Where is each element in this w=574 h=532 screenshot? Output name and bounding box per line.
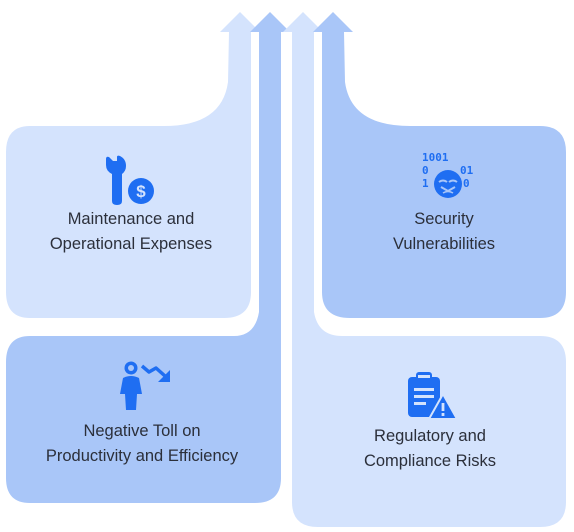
svg-text:01: 01 xyxy=(460,164,474,177)
wrench-dollar-icon: $ xyxy=(106,155,154,205)
card-regulatory-line-1: Regulatory and xyxy=(374,427,486,445)
card-security-line-2: Vulnerabilities xyxy=(392,235,496,253)
card-maintenance-shape xyxy=(6,12,260,318)
binary-hacker-icon: 1001 0 01 1 0 xyxy=(422,151,474,198)
card-maintenance-line-2: Operational Expenses xyxy=(49,235,213,253)
card-regulatory-line-2: Compliance Risks xyxy=(363,452,497,470)
svg-text:1: 1 xyxy=(422,177,429,190)
svg-text:1001: 1001 xyxy=(422,151,449,164)
svg-text:$: $ xyxy=(136,182,146,201)
card-maintenance-label: Maintenance and Operational Expenses xyxy=(6,207,256,257)
card-productivity-label: Negative Toll on Productivity and Effici… xyxy=(6,419,278,469)
svg-text:0: 0 xyxy=(422,164,429,177)
card-security-shape xyxy=(313,12,566,318)
card-security-line-1: Security xyxy=(414,210,474,228)
card-regulatory-label: Regulatory and Compliance Risks xyxy=(305,424,555,474)
svg-text:0: 0 xyxy=(463,177,470,190)
card-maintenance-line-1: Maintenance and xyxy=(67,210,195,228)
card-productivity-line-2: Productivity and Efficiency xyxy=(45,447,239,465)
card-regulatory-shape xyxy=(283,12,566,527)
card-productivity-line-1: Negative Toll on xyxy=(83,422,201,440)
card-security-label: Security Vulnerabilities xyxy=(322,207,566,257)
clipboard-warning-icon xyxy=(408,372,458,420)
card-productivity-shape xyxy=(6,12,290,503)
person-decline-icon xyxy=(120,361,170,410)
